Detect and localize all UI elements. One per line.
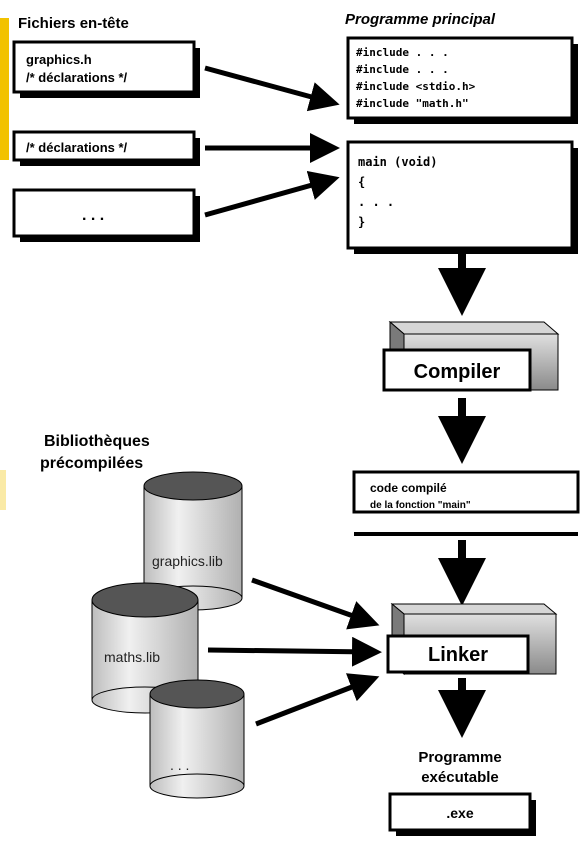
executable-title-2: exécutable — [421, 769, 499, 786]
code-line-3: . . . — [358, 195, 394, 209]
linker-label: Linker — [428, 644, 488, 666]
object-code-line2: de la fonction "main" — [370, 500, 471, 511]
compiler-label: Compiler — [414, 361, 501, 383]
include-line-1: #include . . . — [356, 46, 449, 59]
accent-bar — [0, 18, 9, 160]
code-line-2: { — [358, 175, 365, 189]
code-line-4: } — [358, 215, 365, 229]
header-file-2: /* déclarations */ — [12, 130, 200, 166]
header-file-1-line1: graphics.h — [26, 52, 92, 67]
include-line-4: #include "math.h" — [356, 97, 469, 110]
object-code-box: code compilé de la fonction "main" — [352, 470, 580, 536]
executable-file: .exe — [388, 792, 536, 836]
include-line-3: #include <stdio.h> — [356, 80, 476, 93]
library-1-label: graphics.lib — [152, 553, 223, 569]
accent-bar-lower — [0, 470, 6, 510]
arrow-lib1-to-linker — [251, 577, 380, 630]
code-line-1: main (void) — [358, 155, 437, 169]
compiler-block: Compiler — [382, 320, 560, 392]
main-program-box: #include . . . #include . . . #include <… — [346, 36, 578, 254]
main-program-title: Programme principal — [345, 11, 496, 28]
arrow-lib3-to-linker — [255, 673, 380, 727]
arrow-header3-to-main — [204, 170, 340, 218]
header-file-2-line1: /* déclarations */ — [26, 140, 128, 155]
header-files-title: Fichiers en-tête — [18, 15, 129, 32]
libraries-title-1: Bibliothèques — [44, 433, 150, 450]
libraries-title-2: précompilées — [40, 455, 143, 472]
linker-block: Linker — [386, 602, 558, 676]
header-file-3-line1: . . . — [82, 207, 104, 224]
header-file-1: graphics.h /* déclarations */ — [12, 40, 200, 98]
include-line-2: #include . . . — [356, 63, 449, 76]
arrow-lib2-to-linker — [207, 636, 382, 667]
executable-title-1: Programme — [418, 749, 501, 766]
arrow-header1-to-main — [204, 65, 340, 112]
library-cylinder-3: . . . — [149, 679, 245, 799]
executable-file-label: .exe — [446, 805, 473, 821]
header-file-3: . . . — [12, 188, 200, 242]
object-code-line1: code compilé — [370, 481, 447, 495]
library-3-label: . . . — [170, 757, 189, 773]
library-2-label: maths.lib — [104, 649, 160, 665]
header-file-1-line2: /* déclarations */ — [26, 70, 128, 85]
